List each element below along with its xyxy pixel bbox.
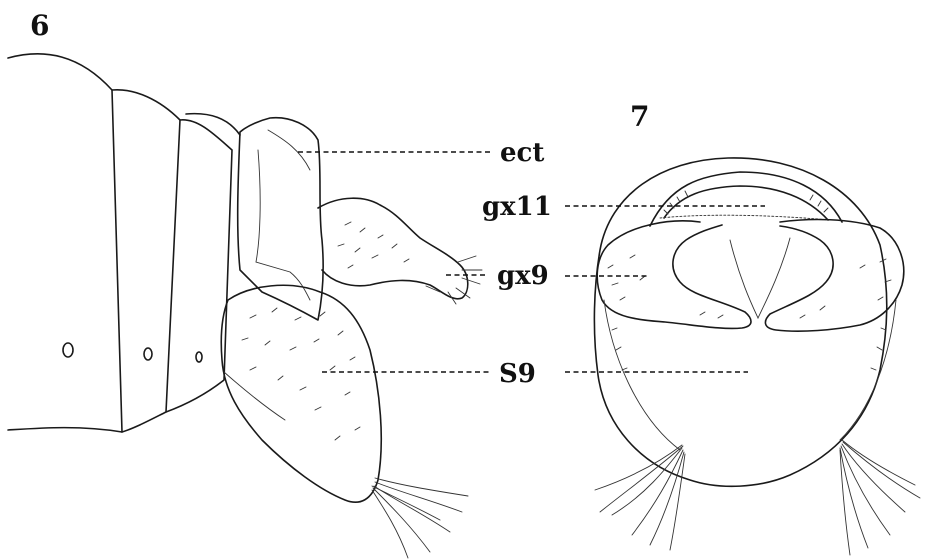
gonocoxite-9-lobe <box>318 198 468 299</box>
gonocoxite-11-inner-arch <box>664 186 828 220</box>
gonocoxite-11-hatching <box>664 191 828 214</box>
segment-outer-curve <box>186 114 240 135</box>
lower-setae <box>612 328 886 370</box>
left-gonocoxite-9 <box>597 221 751 329</box>
central-triangle <box>730 238 790 318</box>
sternite-9-fold <box>224 372 285 420</box>
right-rim-line <box>840 300 896 440</box>
gx11-label: gx11 <box>482 192 552 222</box>
right-gonocoxite-9 <box>765 220 903 332</box>
sternite-9-long-setae <box>372 478 468 558</box>
abdominal-segment-7 <box>8 54 122 432</box>
figure-6: 6 ect gx9 S9 <box>8 9 549 558</box>
sternite-9-setae <box>242 308 360 440</box>
gonocoxite-9-setae <box>338 222 482 304</box>
left-long-setae <box>595 445 685 550</box>
figure-6-number: 6 <box>30 9 49 42</box>
left-gx9-setae <box>608 255 723 318</box>
spiracle-1 <box>63 343 73 357</box>
figure-7: 7 gx11 gx9 S9 <box>482 100 920 555</box>
spiracle-3 <box>196 352 202 362</box>
sternite-9 <box>221 285 381 502</box>
ect-label: ect <box>500 138 544 168</box>
gx9-label: gx9 <box>497 261 549 291</box>
right-long-setae <box>840 440 920 555</box>
right-gx9-setae <box>800 259 891 318</box>
spiracle-2 <box>144 348 152 360</box>
figure-7-number: 7 <box>630 100 649 133</box>
abdominal-segment-8b <box>166 120 232 412</box>
s9-label: S9 <box>499 359 536 389</box>
ectoproct-ridge <box>268 130 310 170</box>
gonocoxite-11-arch <box>650 172 842 226</box>
ectoproct-inner-fold <box>256 150 310 300</box>
abdominal-segment-8a <box>112 90 180 432</box>
